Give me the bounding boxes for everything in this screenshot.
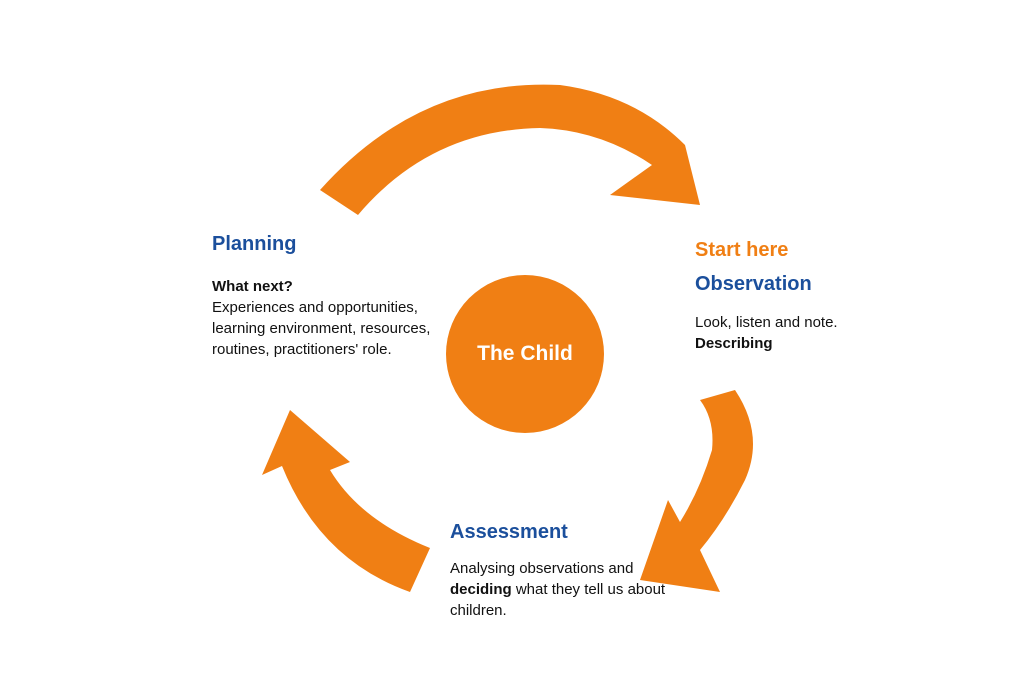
arrow-planning-to-observation <box>320 84 700 216</box>
planning-lead: What next? <box>212 278 293 295</box>
assessment-description: Analysing observations and deciding what… <box>450 558 690 621</box>
assessment-title: Assessment <box>450 521 568 543</box>
assessment-emphasis: deciding <box>450 581 512 598</box>
observation-title: Observation <box>695 273 812 295</box>
observation-text: Look, listen and note. <box>695 314 838 331</box>
assessment-text-2: what they tell us about children. <box>450 581 666 619</box>
stage-assessment: Assessment Analysing observations and de… <box>450 520 690 621</box>
planning-text: Experiences and opportunities, learning … <box>212 299 431 358</box>
center-circle-the-child: The Child <box>446 275 604 433</box>
assessment-text-1: Analysing observations and <box>450 560 634 577</box>
center-label: The Child <box>477 342 573 365</box>
planning-description: What next? Experiences and opportunities… <box>212 276 452 360</box>
arrow-observation-to-assessment <box>640 390 753 592</box>
arrow-assessment-to-planning <box>262 410 430 592</box>
observation-emphasis: Describing <box>695 335 773 352</box>
stage-observation: Start here Observation Look, listen and … <box>695 238 925 354</box>
start-here-label: Start here <box>695 239 789 261</box>
planning-title: Planning <box>212 233 297 255</box>
stage-planning: Planning What next? Experiences and oppo… <box>212 232 452 360</box>
observation-description: Look, listen and note. Describing <box>695 312 925 354</box>
